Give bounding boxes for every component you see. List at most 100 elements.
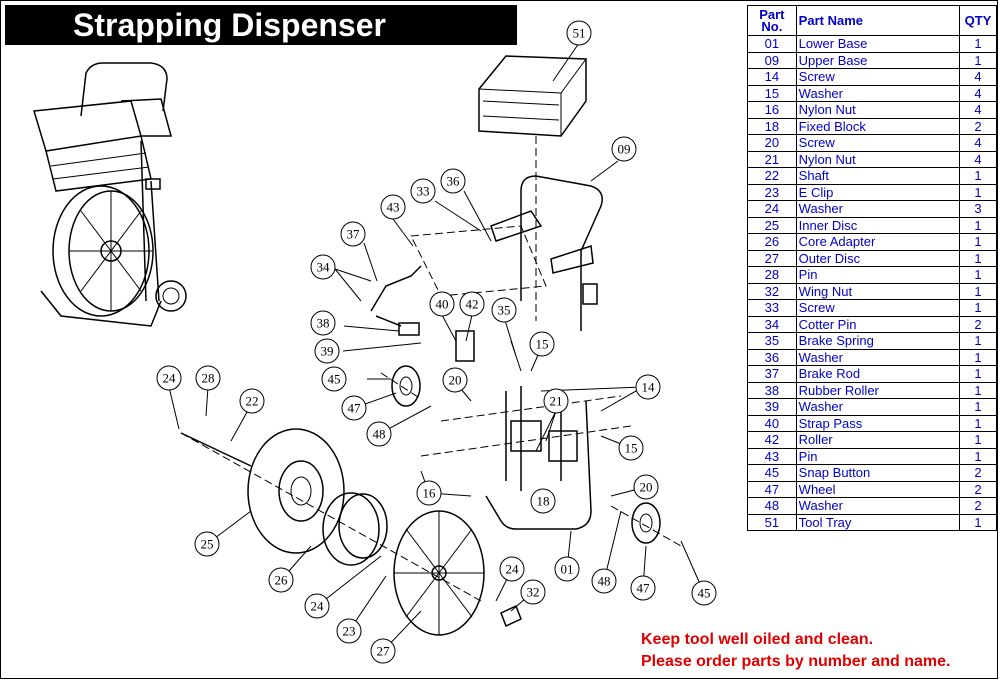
svg-text:22: 22 <box>246 394 259 409</box>
part-number-cell: 45 <box>747 464 797 482</box>
callout-15-lower: 15 <box>618 435 644 461</box>
svg-text:16: 16 <box>423 486 437 501</box>
lower-base-frame-part <box>420 386 632 530</box>
part-number-cell: 35 <box>747 332 797 350</box>
svg-text:14: 14 <box>642 380 656 395</box>
header-part-name: Part Name <box>795 5 961 36</box>
quantity-cell: 4 <box>959 101 997 119</box>
svg-text:20: 20 <box>449 373 462 388</box>
part-number-cell: 36 <box>747 348 797 366</box>
svg-text:34: 34 <box>317 260 331 275</box>
svg-text:27: 27 <box>377 644 391 659</box>
part-number-cell: 42 <box>747 431 797 449</box>
part-name-cell: Screw <box>795 134 961 152</box>
part-number-cell: 24 <box>747 200 797 218</box>
leader-lines <box>168 42 705 652</box>
callout-26: 26 <box>268 567 294 593</box>
svg-text:25: 25 <box>201 537 214 552</box>
part-number-cell: 26 <box>747 233 797 251</box>
callout-22: 22 <box>239 388 265 414</box>
part-name-cell: Shaft <box>795 167 961 185</box>
callout-23: 23 <box>336 618 362 644</box>
part-number-cell: 39 <box>747 398 797 416</box>
svg-text:26: 26 <box>275 573 289 588</box>
part-number-cell: 22 <box>747 167 797 185</box>
callout-43: 43 <box>380 194 406 220</box>
quantity-cell: 1 <box>959 282 997 300</box>
part-number-cell: 01 <box>747 35 797 53</box>
part-number-cell: 20 <box>747 134 797 152</box>
callout-37: 37 <box>340 221 366 247</box>
callout-36: 36 <box>440 168 466 194</box>
part-number-cell: 21 <box>747 150 797 168</box>
callout-24-right: 24 <box>499 556 525 582</box>
svg-text:32: 32 <box>527 585 540 600</box>
svg-text:48: 48 <box>373 427 386 442</box>
callout-42: 42 <box>459 291 485 317</box>
quantity-cell: 2 <box>959 480 997 498</box>
note-line: Keep tool well oiled and clean. <box>641 631 874 648</box>
header-qty: QTY <box>959 5 997 36</box>
callout-09: 09 <box>611 136 637 162</box>
callout-51: 51 <box>566 20 592 46</box>
quantity-cell: 1 <box>959 348 997 366</box>
quantity-cell: 1 <box>959 299 997 317</box>
callout-47-right: 47 <box>630 575 656 601</box>
part-name-cell: Outer Disc <box>795 249 961 267</box>
callout-27: 27 <box>370 638 396 664</box>
quantity-cell: 1 <box>959 431 997 449</box>
callout-16: 16 <box>416 480 442 506</box>
part-number-cell: 38 <box>747 381 797 399</box>
svg-text:09: 09 <box>618 142 631 157</box>
svg-text:37: 37 <box>347 227 361 242</box>
part-name-cell: E Clip <box>795 183 961 201</box>
part-name-cell: Brake Spring <box>795 332 961 350</box>
part-name-cell: Cotter Pin <box>795 315 961 333</box>
svg-text:48: 48 <box>598 574 611 589</box>
svg-text:18: 18 <box>537 494 550 509</box>
part-name-cell: Fixed Block <box>795 117 961 135</box>
callout-48-right: 48 <box>591 568 617 594</box>
part-number-cell: 09 <box>747 51 797 69</box>
svg-text:35: 35 <box>498 303 511 318</box>
part-number-cell: 48 <box>747 497 797 515</box>
assembled-dispenser-illustration <box>33 62 187 327</box>
svg-text:39: 39 <box>321 344 334 359</box>
callout-20-lower: 20 <box>633 474 659 500</box>
part-number-cell: 15 <box>747 84 797 102</box>
callout-39: 39 <box>314 338 340 364</box>
part-number-cell: 34 <box>747 315 797 333</box>
svg-text:23: 23 <box>343 624 356 639</box>
part-name-cell: Inner Disc <box>795 216 961 234</box>
quantity-cell: 1 <box>959 513 997 531</box>
part-number-cell: 25 <box>747 216 797 234</box>
callout-24-top: 24 <box>156 365 182 391</box>
notes: Keep tool well oiled and clean. Please o… <box>641 629 950 673</box>
part-number-cell: 28 <box>747 266 797 284</box>
part-name-cell: Washer <box>795 497 961 515</box>
callout-45-right: 45 <box>691 580 717 606</box>
callout-28: 28 <box>195 365 221 391</box>
part-number-cell: 33 <box>747 299 797 317</box>
quantity-cell: 2 <box>959 464 997 482</box>
part-number-cell: 47 <box>747 480 797 498</box>
svg-text:24: 24 <box>506 562 520 577</box>
svg-text:33: 33 <box>417 184 430 199</box>
svg-text:38: 38 <box>317 316 330 331</box>
part-number-cell: 16 <box>747 101 797 119</box>
svg-text:45: 45 <box>328 372 341 387</box>
part-name-cell: Rubber Roller <box>795 381 961 399</box>
part-number-cell: 32 <box>747 282 797 300</box>
quantity-cell: 1 <box>959 216 997 234</box>
svg-text:15: 15 <box>536 337 549 352</box>
